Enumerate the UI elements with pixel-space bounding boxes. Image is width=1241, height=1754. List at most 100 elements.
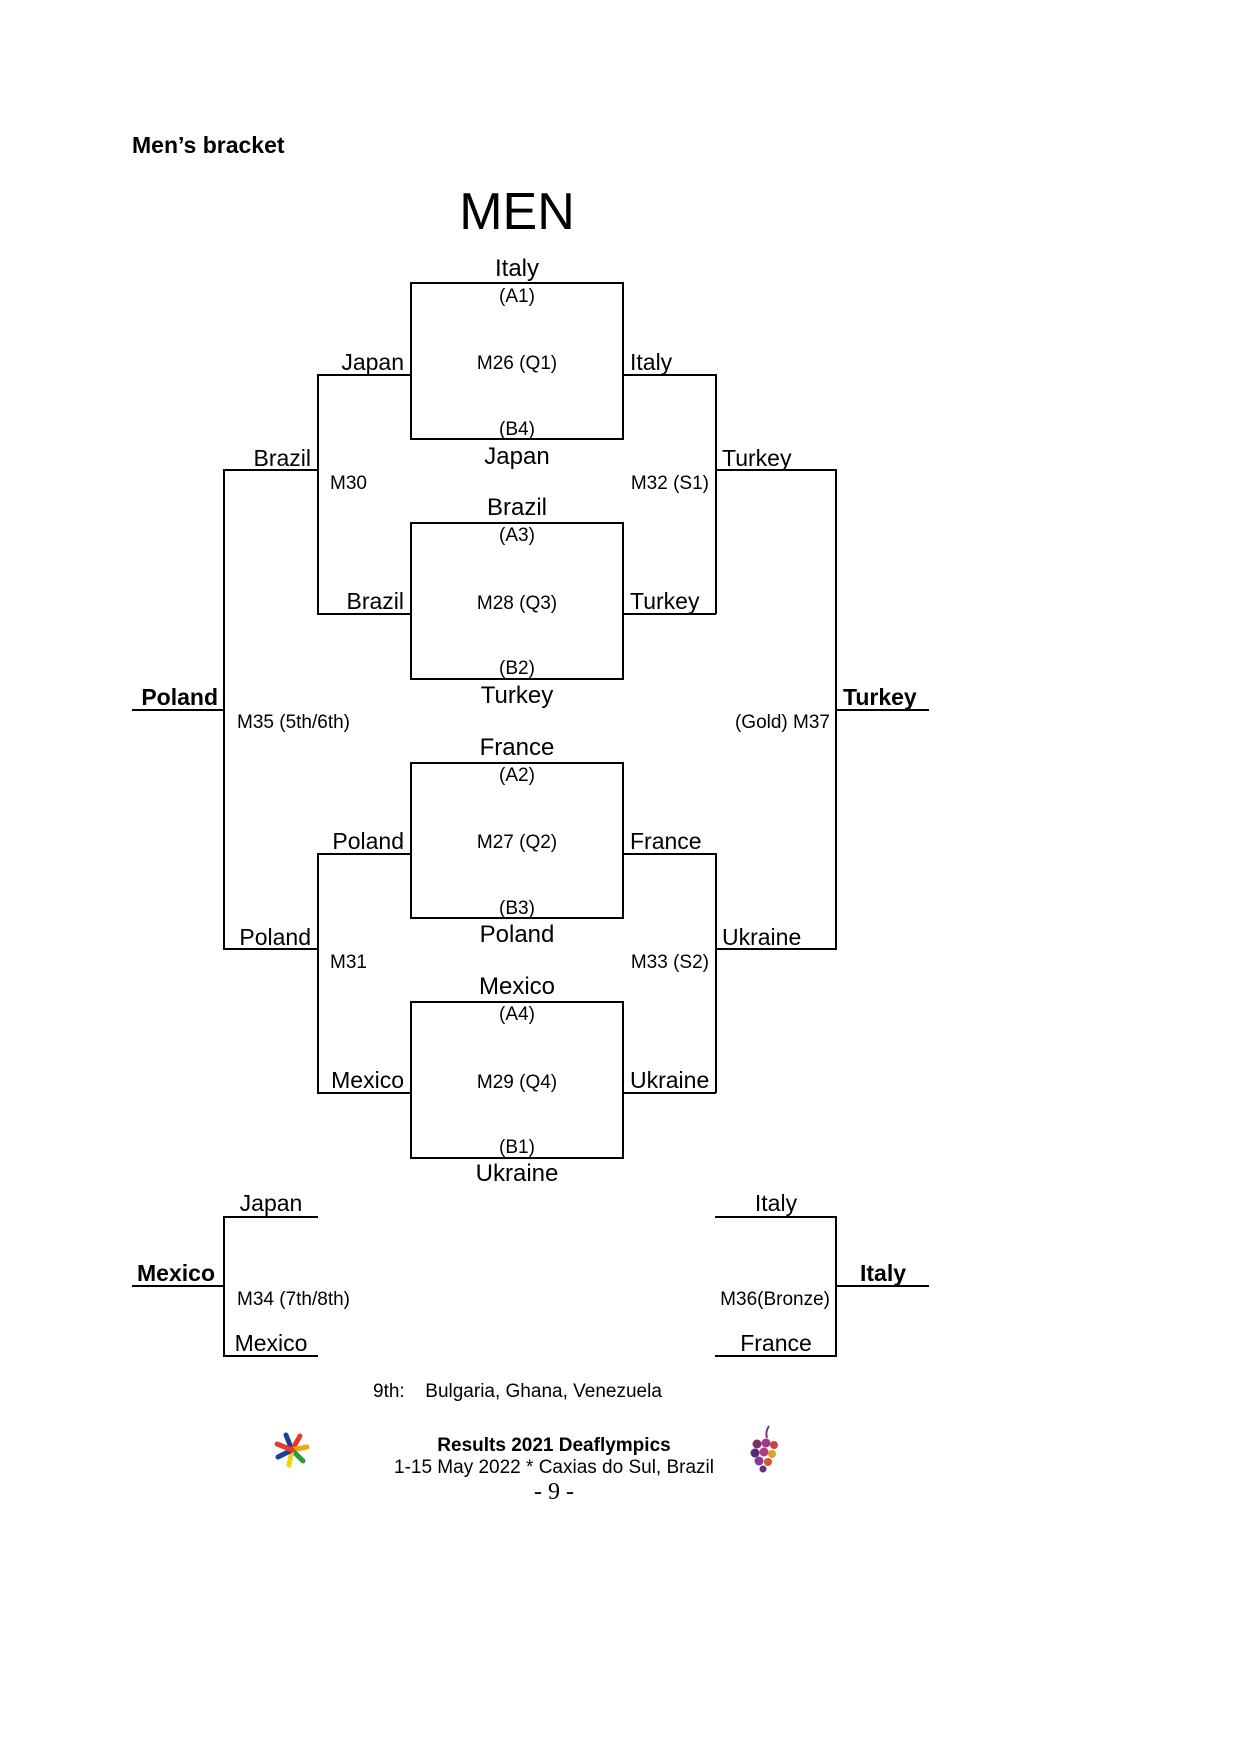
m34-winner: Mexico [137,1260,215,1286]
section-heading: Men’s bracket [132,132,285,158]
m34-winner-line [132,1285,224,1287]
q4-right-entry: Ukraine [630,1067,710,1093]
m36-top-team: Italy [754,1190,798,1216]
q1-top-line [410,282,624,284]
q4-bottom-seed: (B1) [499,1137,535,1158]
m36-winner-line [836,1285,929,1287]
ninth-place: 9th: Bulgaria, Ghana, Venezuela [373,1382,662,1401]
q2-left-entry: Poland [332,828,404,854]
m33-top-line [622,853,716,855]
m35-winner-line [132,709,224,711]
m34-top-line [223,1216,318,1218]
m36-bottom-team: France [740,1330,812,1356]
q4-left-entry: Mexico [331,1067,404,1093]
m36-bottom-line [715,1355,837,1357]
m34-top-team: Japan [239,1190,303,1216]
q3-match-label: M28 (Q3) [476,593,558,614]
q2-right-entry: France [630,828,702,854]
m33-bottom-line [622,1092,716,1094]
q1-left-entry: Japan [341,349,404,375]
q3-bottom-line [410,678,624,680]
m35-top-line [223,469,318,471]
m31-winner: Poland [239,924,311,950]
page-number: - 9 - [534,1479,574,1505]
q4-bottom-line [410,1157,624,1159]
q2-bottom-seed: (B3) [499,898,535,919]
q4-top-line [410,1001,624,1003]
m30-bottom-line [317,613,411,615]
m37-bottom-line [715,948,837,950]
m31-bottom-line [317,1092,411,1094]
q2-top-line [410,762,624,764]
m36-winner: Italy [859,1260,907,1286]
q1-top-seed: (A1) [499,286,535,307]
m33-label: M33 (S2) [630,952,709,973]
q1-right-line [622,282,624,439]
q2-right-line [622,762,624,918]
m37-winner: Turkey [843,684,917,710]
m37-label: (Gold) M37 [734,712,830,733]
m36-top-line [715,1216,837,1218]
m32-top-line [622,374,716,376]
q2-top-team: France [479,734,555,761]
m32-label: M32 (S1) [630,473,709,494]
q3-bottom-team: Turkey [480,682,554,709]
q3-top-team: Brazil [486,494,548,521]
m35-bottom-line [223,948,318,950]
m32-winner: Turkey [722,445,792,471]
m34-bottom-line [223,1355,318,1357]
q1-top-team: Italy [494,255,540,282]
q3-top-line [410,522,624,524]
q1-bottom-line [410,438,624,440]
caxias-grape-logo [745,1424,781,1474]
q2-bottom-line [410,917,624,919]
ninth-place-teams: Bulgaria, Ghana, Venezuela [425,1381,662,1402]
m36-vertical-line [835,1216,837,1356]
q2-bottom-team: Poland [479,921,555,948]
m32-bottom-line [622,613,716,615]
q1-bottom-team: Japan [484,443,550,470]
m30-winner: Brazil [253,445,311,471]
m33-winner: Ukraine [722,924,802,950]
q4-bottom-team: Ukraine [475,1160,559,1187]
q3-right-line [622,522,624,679]
m37-top-line [715,469,837,471]
m31-label: M31 [330,952,367,973]
q1-bottom-seed: (B4) [499,419,535,440]
m33-vertical-line [715,853,717,1093]
q1-left-line [410,282,412,439]
q1-right-entry: Italy [630,349,673,375]
bracket-title: MEN [459,183,575,241]
q2-top-seed: (A2) [499,765,535,786]
deaflympics-logo [272,1430,312,1470]
m35-winner: Poland [141,684,218,710]
m34-label: M34 (7th/8th) [237,1289,350,1310]
q4-match-label: M29 (Q4) [476,1072,558,1093]
m36-label: M36(Bronze) [720,1289,830,1310]
m30-vertical-line [317,374,319,614]
ninth-place-label: 9th: [373,1381,405,1402]
q3-right-entry: Turkey [630,588,700,614]
q2-match-label: M27 (Q2) [476,832,558,853]
footer-title: Results 2021 Deaflympics [437,1435,671,1456]
m30-label: M30 [330,473,367,494]
m37-vertical-line [835,469,837,949]
q3-left-entry: Brazil [346,588,404,614]
m37-winner-line [836,709,929,711]
q4-left-line [410,1001,412,1158]
q3-left-line [410,522,412,679]
m35-label: M35 (5th/6th) [237,712,350,733]
q3-bottom-seed: (B2) [499,658,535,679]
q4-right-line [622,1001,624,1158]
m32-vertical-line [715,374,717,614]
footer-subtitle: 1-15 May 2022 * Caxias do Sul, Brazil [394,1457,714,1478]
q4-top-team: Mexico [478,973,556,1000]
m31-top-line [317,853,411,855]
q4-top-seed: (A4) [499,1004,535,1025]
m31-vertical-line [317,853,319,1093]
m34-bottom-team: Mexico [234,1330,308,1356]
q2-left-line [410,762,412,918]
q1-match-label: M26 (Q1) [476,353,558,374]
m30-top-line [317,374,411,376]
q3-top-seed: (A3) [499,525,535,546]
